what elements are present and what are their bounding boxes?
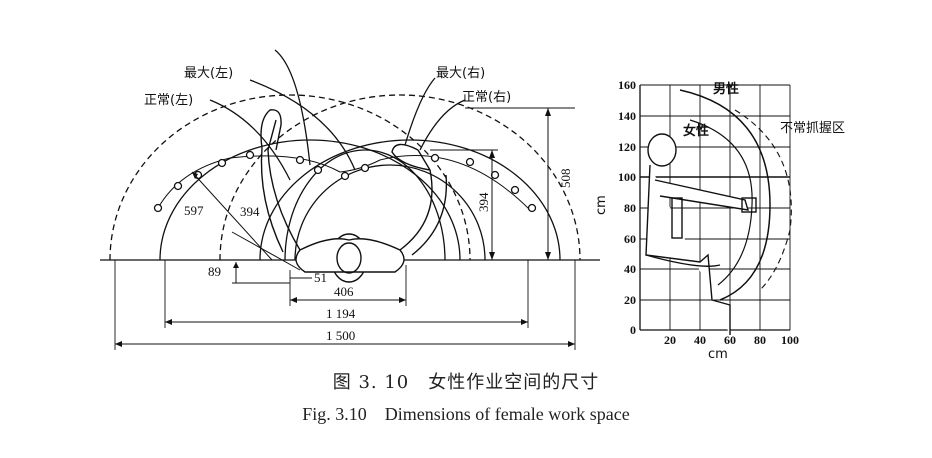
label-normal-left: 正常(左) bbox=[144, 93, 193, 108]
caption-chinese: 图 3. 10 女性作业空间的尺寸 bbox=[332, 372, 600, 393]
y-tick: 100 bbox=[618, 170, 636, 184]
x-tick: 40 bbox=[694, 333, 706, 347]
top-view-diagram bbox=[100, 49, 600, 350]
caption-english: Fig. 3.10 Dimensions of female work spac… bbox=[302, 404, 630, 424]
leader-max-left bbox=[249, 79, 356, 171]
inner-arc-right bbox=[294, 164, 486, 261]
y-axis-unit: cm bbox=[594, 195, 609, 215]
dim-51: 51 bbox=[314, 270, 327, 285]
seated-person bbox=[645, 133, 757, 335]
male-reach-arc bbox=[679, 89, 771, 301]
y-ticks: 160 140 120 100 80 60 40 20 0 bbox=[618, 78, 636, 337]
x-tick: 20 bbox=[664, 333, 676, 347]
dim-1194: 1 194 bbox=[326, 306, 356, 321]
x-tick: 100 bbox=[781, 333, 799, 347]
label-male: 男性 bbox=[713, 81, 739, 97]
y-tick: 20 bbox=[624, 293, 636, 307]
y-tick: 120 bbox=[618, 140, 636, 154]
dim-394-vert: 394 bbox=[476, 192, 491, 212]
y-tick: 80 bbox=[624, 201, 636, 215]
normal-reach-arc-right bbox=[259, 139, 561, 261]
dim-597: 597 bbox=[184, 203, 204, 218]
x-ticks: 20 40 60 80 100 bbox=[664, 333, 799, 347]
label-max-left: 最大(左) bbox=[184, 66, 233, 81]
figure-canvas: 最大(左) 正常(左) 最大(右) 正常(右) 597 394 394 508 … bbox=[100, 49, 845, 360]
grid bbox=[639, 84, 791, 331]
dim-394-diag: 394 bbox=[240, 204, 260, 219]
inner-arc-left bbox=[284, 149, 446, 261]
label-female: 女性 bbox=[683, 123, 709, 139]
x-tick: 60 bbox=[724, 333, 736, 347]
normal-reach-arc-left bbox=[159, 139, 461, 261]
x-tick: 80 bbox=[754, 333, 766, 347]
female-reach-arc bbox=[689, 119, 753, 286]
label-max-right: 最大(右) bbox=[436, 66, 485, 81]
y-tick: 140 bbox=[618, 109, 636, 123]
label-non-grip: 不常抓握区 bbox=[780, 121, 845, 136]
max-reach-arc-left bbox=[109, 94, 471, 261]
leader-max-right bbox=[404, 77, 436, 146]
label-normal-right: 正常(右) bbox=[462, 90, 511, 105]
max-reach-arc-right bbox=[219, 94, 581, 261]
side-view-diagram bbox=[639, 84, 792, 335]
leader-normal-right bbox=[419, 99, 466, 151]
y-tick: 160 bbox=[618, 78, 636, 92]
y-tick: 40 bbox=[624, 262, 636, 276]
dim-89: 89 bbox=[208, 264, 221, 279]
x-axis-unit: cm bbox=[708, 347, 728, 360]
y-tick: 60 bbox=[624, 232, 636, 246]
person-top-view bbox=[260, 109, 448, 283]
y-tick: 0 bbox=[630, 323, 636, 337]
dim-508-vert: 508 bbox=[558, 169, 573, 189]
leader-normal-left bbox=[209, 99, 291, 181]
reach-points bbox=[153, 150, 537, 213]
dim-597-line bbox=[191, 171, 273, 261]
leader-top-curve bbox=[274, 49, 311, 166]
reach-curve bbox=[157, 155, 531, 211]
dim-1500: 1 500 bbox=[326, 328, 355, 343]
dim-406: 406 bbox=[334, 284, 354, 299]
non-grip-arc bbox=[734, 109, 792, 291]
